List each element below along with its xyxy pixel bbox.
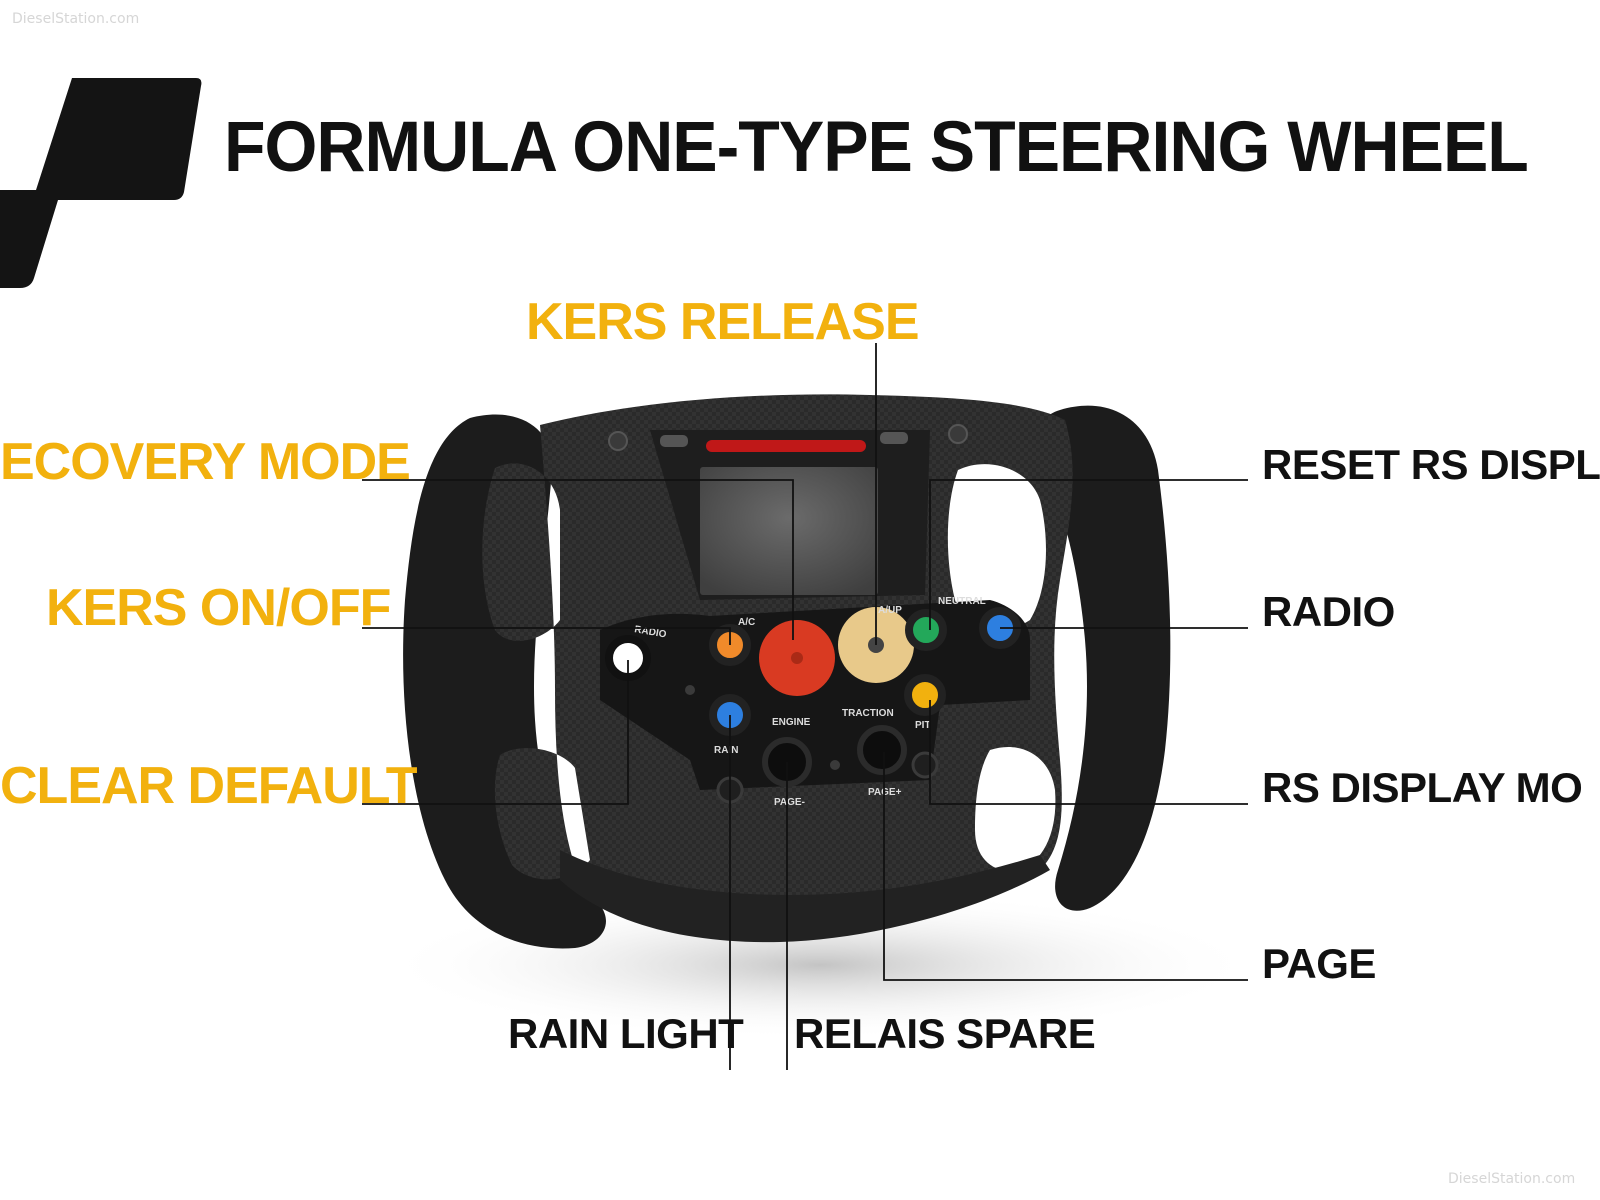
label-relais-spare: RELAIS SPARE — [794, 1010, 1096, 1057]
pit-button — [904, 674, 946, 716]
wheel-label-aup: A/UP — [878, 605, 902, 616]
shift-light-bar — [706, 440, 866, 452]
wheel-label-ac: A/C — [738, 617, 755, 628]
wheel-label-neutral: NEUTRAL — [938, 596, 986, 607]
label-radio: RADIO — [1262, 588, 1395, 635]
leader-recovery-mode — [362, 479, 794, 640]
leader-page — [883, 752, 1248, 981]
label-page: PAGE — [1262, 940, 1376, 987]
label-clear-default: CLEAR DEFAULT — [0, 757, 417, 815]
wheel-label-traction: TRACTION — [842, 708, 894, 719]
leader-rs-display-mode — [929, 700, 1248, 805]
watermark-top: DieselStation.com — [12, 11, 140, 27]
leader-kers-onoff — [362, 627, 731, 645]
neutral-button — [905, 609, 947, 651]
label-recovery-mode: ECOVERY MODE — [0, 433, 411, 491]
leader-clear-default — [362, 660, 629, 805]
wheel-label-engine: ENGINE — [772, 717, 811, 728]
leader-reset-rs-display — [929, 479, 1248, 630]
wheel-label-page-minus: PAGE- — [774, 797, 805, 808]
wheel-label-pit: PIT — [915, 720, 931, 731]
label-reset-rs-display: RESET RS DISPL — [1262, 441, 1600, 488]
wheel-label-rain: RAIN — [714, 745, 738, 756]
right-grip — [1036, 405, 1171, 911]
page-title: FORMULA ONE-TYPE STEERING WHEEL — [224, 107, 1529, 187]
page-plus-button — [857, 725, 907, 775]
display-unit — [608, 424, 968, 600]
label-rain-light: RAIN LIGHT — [508, 1010, 744, 1057]
brand-logo — [0, 78, 202, 288]
watermark-bottom: DieselStation.com — [1448, 1171, 1576, 1187]
label-kers-onoff: KERS ON/OFF — [46, 579, 391, 637]
label-kers-release: KERS RELEASE — [526, 293, 920, 351]
lower-panel — [560, 850, 1050, 943]
leader-lines — [362, 343, 1248, 1070]
label-rs-display-mode: RS DISPLAY MO — [1262, 764, 1583, 811]
display-screen — [700, 467, 878, 595]
left-grip — [403, 414, 606, 949]
